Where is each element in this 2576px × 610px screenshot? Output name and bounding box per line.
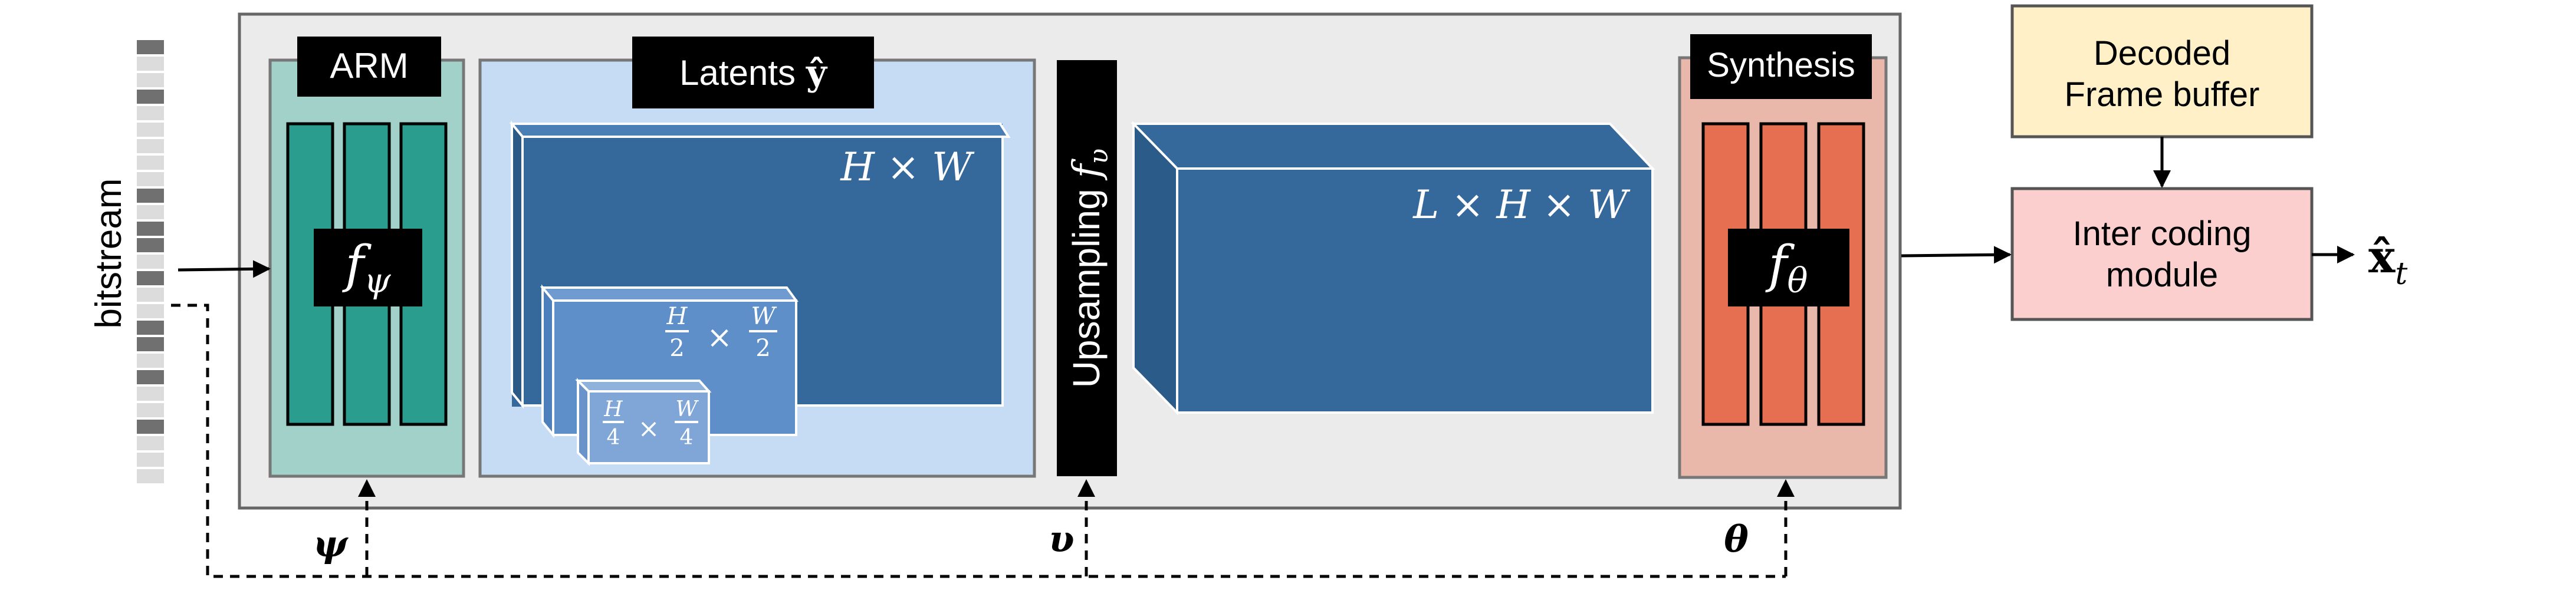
bitstream-cell bbox=[137, 156, 164, 170]
decoder-to-inter-arrow bbox=[1901, 246, 2012, 264]
arm-panel: fψ bbox=[268, 58, 465, 478]
bitstream-cell bbox=[137, 304, 164, 318]
upsampled-latent-block: L × H × W bbox=[1131, 121, 1655, 416]
bitstream-cell bbox=[137, 403, 164, 417]
upsilon-label: υ bbox=[1049, 517, 1074, 560]
bitstream-cell bbox=[137, 420, 164, 434]
synthesis-title: Synthesis bbox=[1707, 46, 1855, 84]
dataflow-arrows bbox=[178, 137, 2355, 278]
bitstream-cell bbox=[137, 57, 164, 71]
bitstream-column bbox=[137, 40, 164, 483]
bitstream-cell bbox=[137, 354, 164, 368]
bitstream-cell bbox=[137, 172, 164, 186]
svg-text:W: W bbox=[675, 397, 699, 421]
arm-title-box bbox=[297, 37, 441, 97]
bitstream-label: bitstream bbox=[88, 179, 129, 329]
parameter-bus bbox=[171, 304, 1786, 578]
synthesis-function-box bbox=[1728, 229, 1849, 306]
synthesis-function-label: fθ bbox=[1765, 235, 1808, 301]
bitstream-cell bbox=[137, 222, 164, 236]
svg-text:4: 4 bbox=[607, 426, 620, 450]
bitstream-cell bbox=[137, 73, 164, 87]
synthesis-panel: fθ bbox=[1678, 56, 1888, 479]
decoded-buffer-line1: Decoded bbox=[2094, 34, 2230, 72]
svg-text:4: 4 bbox=[680, 426, 694, 450]
bitstream-cell bbox=[137, 337, 164, 351]
decoded-buffer-line2: Frame buffer bbox=[2065, 75, 2260, 114]
bitstream-cell bbox=[137, 40, 164, 54]
arm-function-box bbox=[314, 229, 422, 306]
svg-text:W: W bbox=[751, 303, 777, 330]
theta-label: θ bbox=[1724, 517, 1749, 560]
svg-text:H: H bbox=[603, 397, 623, 421]
bitstream-cell bbox=[137, 387, 164, 401]
latent-block-quarter: H 4 × W 4 bbox=[575, 378, 712, 466]
latents-panel: H × W H 2 × W 2 H 4 bbox=[478, 58, 1036, 478]
latent-dims-full: H × W bbox=[840, 144, 975, 190]
upsampling-label: Upsamplingfυ bbox=[1065, 149, 1114, 388]
arm-title: ARM bbox=[330, 46, 408, 85]
bitstream-cell bbox=[137, 106, 164, 120]
latent-dims-half: H 2 × W 2 bbox=[665, 303, 777, 362]
parameter-dashed-lines bbox=[171, 304, 1795, 578]
svg-text:H: H bbox=[666, 303, 688, 330]
bitstream-cell bbox=[137, 205, 164, 219]
inter-coding-line1: Inter coding bbox=[2072, 215, 2251, 253]
bitstream-cell bbox=[137, 238, 164, 252]
bitstream-cell bbox=[137, 370, 164, 384]
synthesis-title-box bbox=[1690, 34, 1872, 99]
bitstream-to-arm-arrow bbox=[178, 260, 271, 278]
bitstream-cell bbox=[137, 255, 164, 269]
inter-coding-line2: module bbox=[2106, 256, 2218, 294]
inter-coding-module-box bbox=[2010, 187, 2314, 321]
bitstream-cell bbox=[137, 90, 164, 104]
bitstream-cell bbox=[137, 123, 164, 137]
upsampled-dims: L × H × W bbox=[1412, 182, 1631, 227]
svg-text:2: 2 bbox=[669, 335, 684, 362]
bitstream-cell bbox=[137, 436, 164, 450]
svg-text:×: × bbox=[638, 414, 660, 444]
bitstream-cell bbox=[137, 271, 164, 285]
bitstream-cell bbox=[137, 189, 164, 203]
bitstream-cell bbox=[137, 469, 164, 483]
output-label: x̂t bbox=[2368, 230, 2407, 292]
psi-label: ψ bbox=[313, 522, 349, 565]
bitstream-cell bbox=[137, 453, 164, 467]
bitstream-cell bbox=[137, 139, 164, 153]
bitstream-cell bbox=[137, 288, 164, 302]
svg-text:2: 2 bbox=[755, 335, 770, 362]
decoded-frame-buffer-box bbox=[2010, 4, 2314, 139]
upsampling-bar bbox=[1057, 60, 1117, 476]
svg-text:×: × bbox=[707, 320, 732, 355]
bitstream-cell bbox=[137, 321, 164, 335]
latents-title-box bbox=[632, 37, 874, 108]
latent-dims-quarter: H 4 × W 4 bbox=[603, 397, 699, 450]
